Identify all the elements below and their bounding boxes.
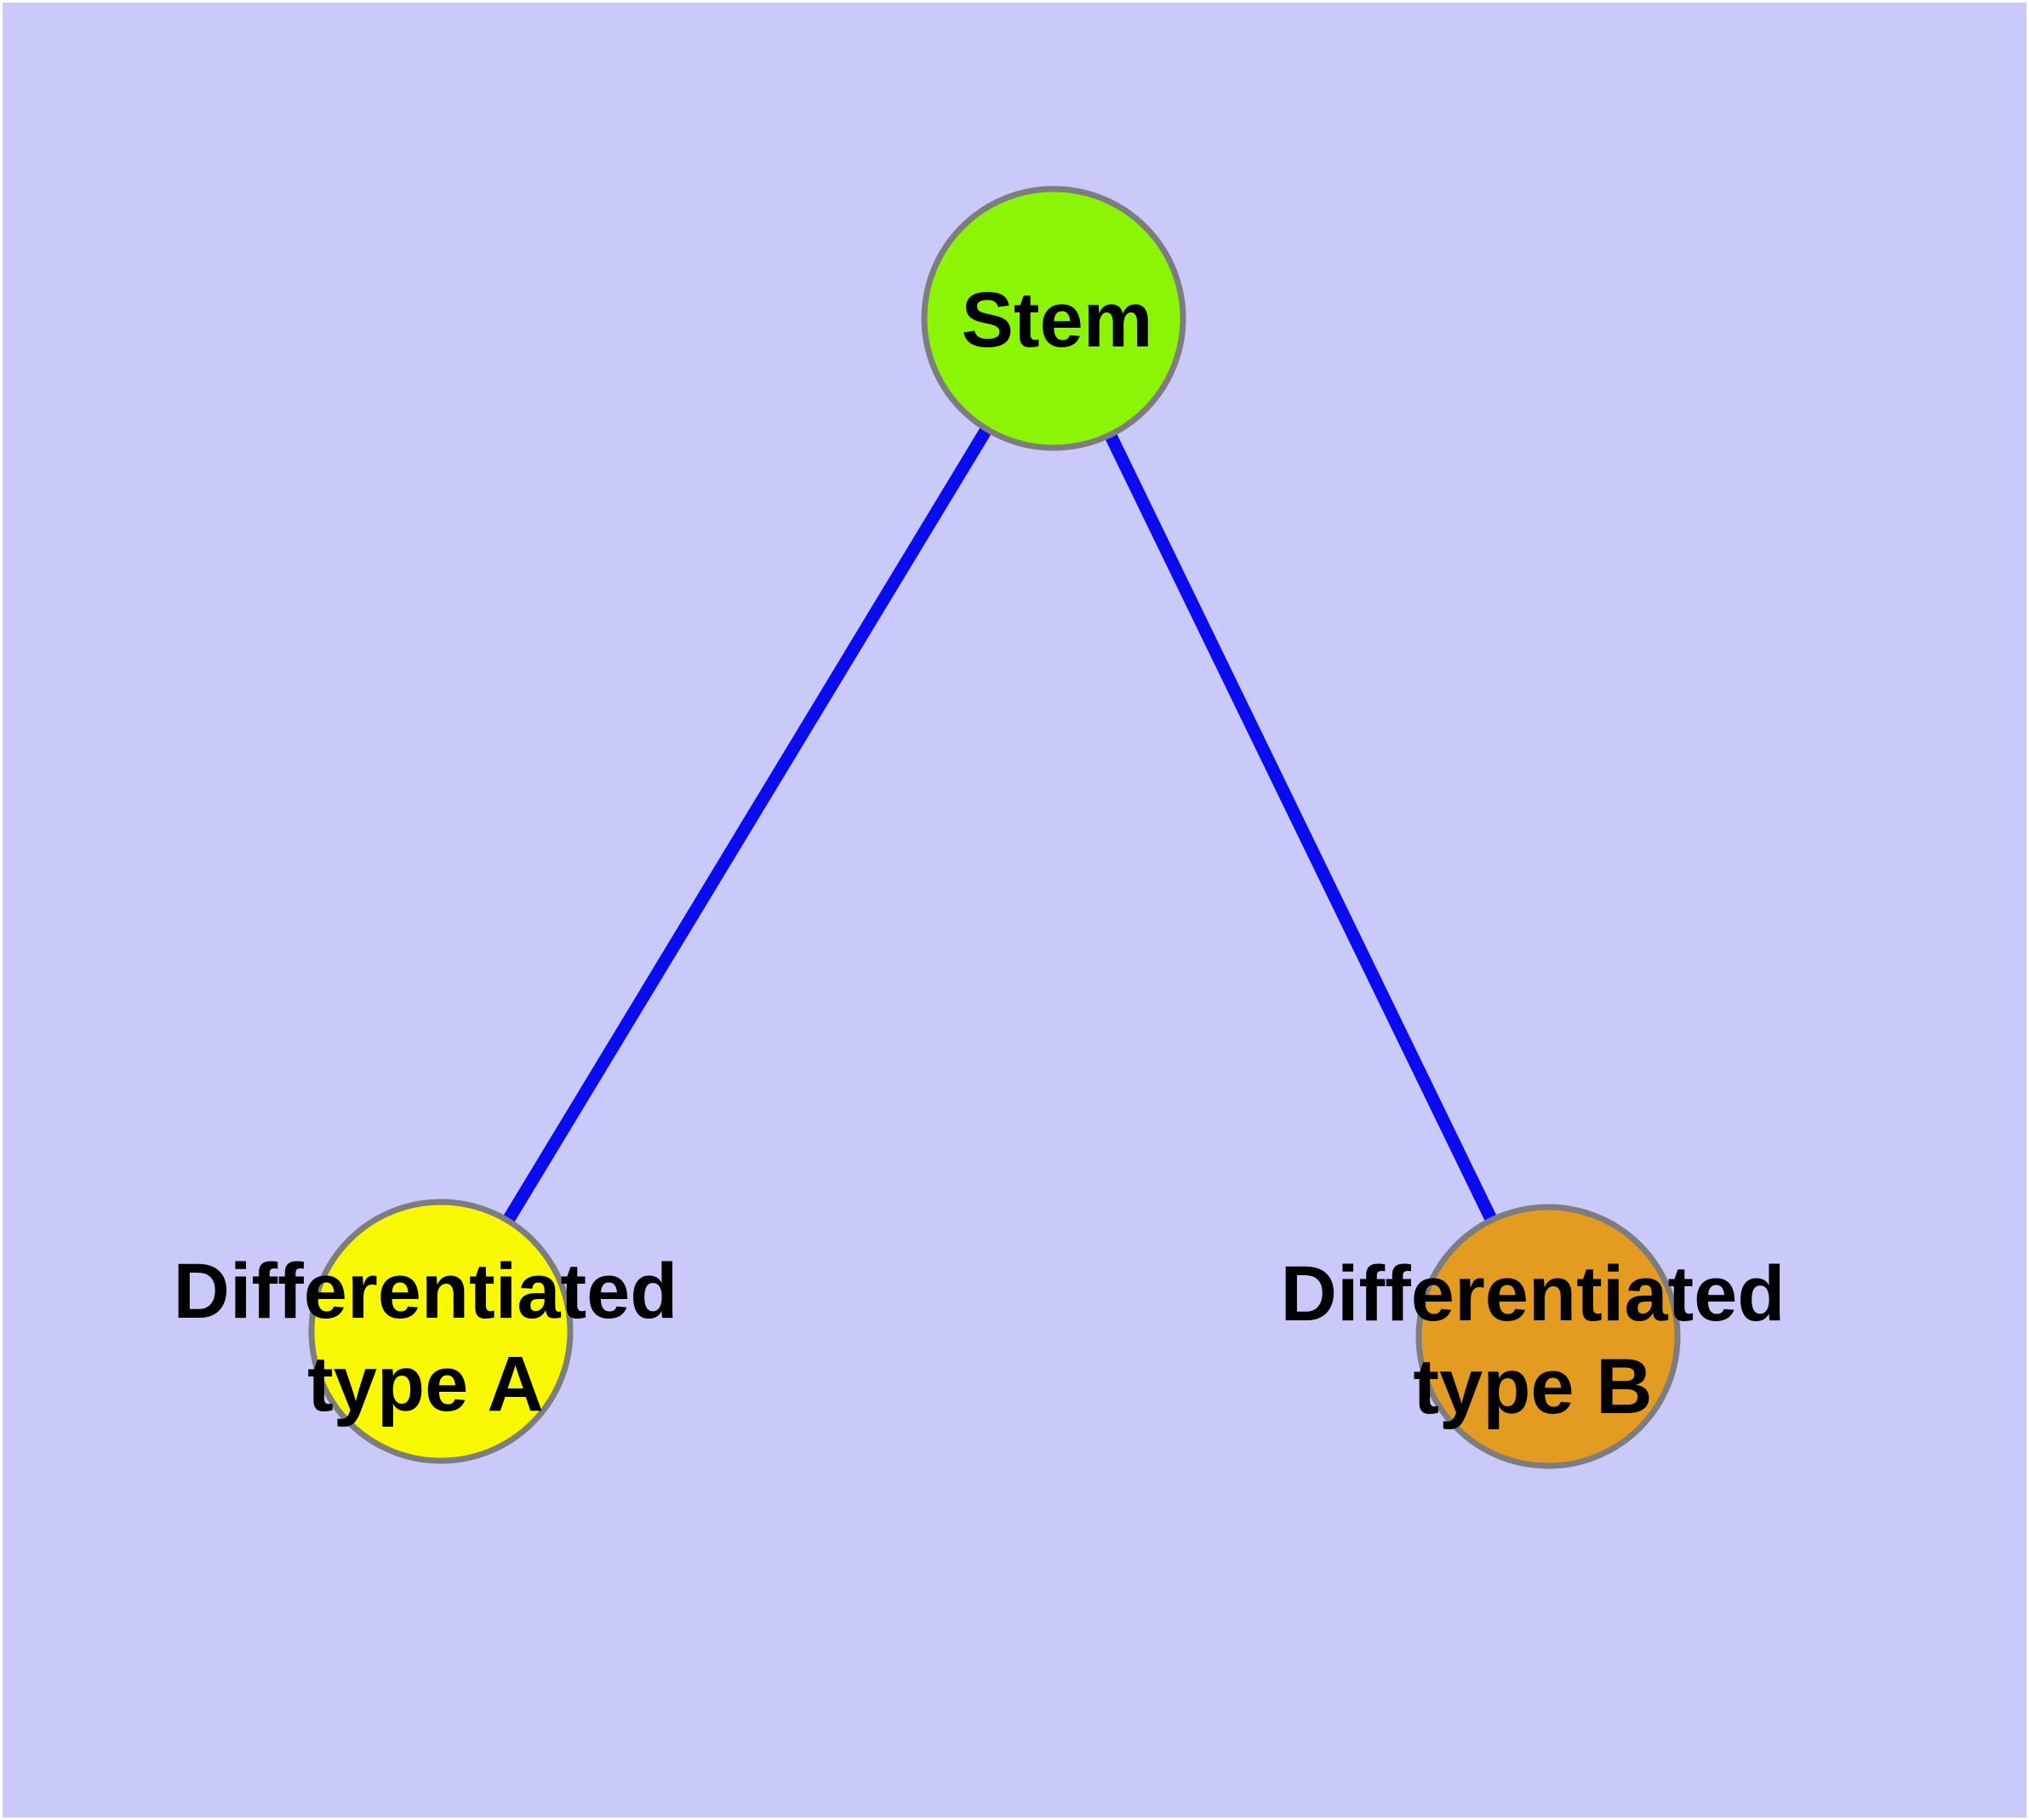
- stem-node: Stem: [921, 186, 1186, 451]
- type-b-node-label-line2: type B: [1413, 1343, 1652, 1430]
- type-b-node-circle: [1415, 1204, 1681, 1469]
- type-a-node-label-line1: Differentiated: [174, 1248, 678, 1335]
- type-b-node: Differentiated type B: [1281, 1204, 1786, 1469]
- stem-node-circle: [921, 186, 1186, 451]
- edge-stem-to-type-a: [435, 315, 1060, 1335]
- stem-node-label: Stem: [962, 277, 1153, 363]
- type-a-node-circle: [308, 1199, 574, 1464]
- edge-stem-to-type-b: [1048, 315, 1554, 1340]
- type-a-node-label-line2: type A: [307, 1341, 544, 1428]
- type-a-node: Differentiated type A: [174, 1199, 678, 1464]
- type-b-node-label-line1: Differentiated: [1281, 1251, 1786, 1337]
